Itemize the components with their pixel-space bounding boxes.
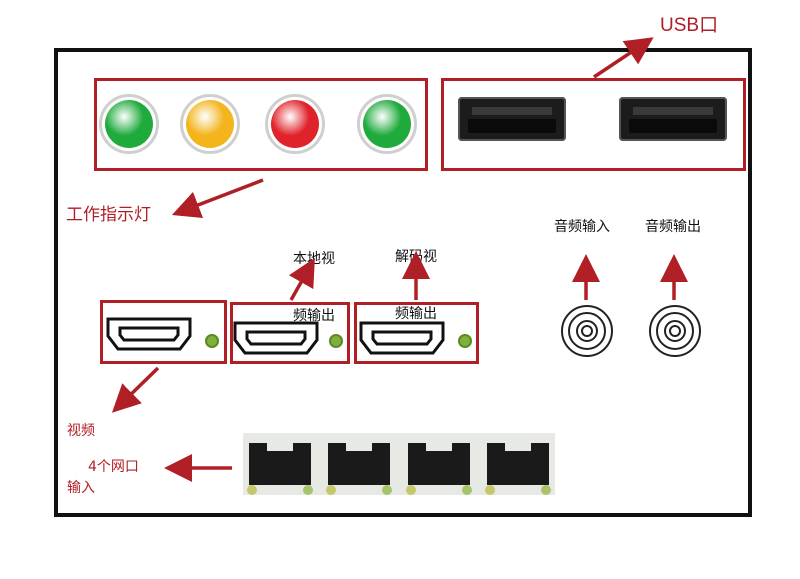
decoded-video-out-led [458, 334, 472, 348]
network-port-2 [326, 443, 392, 495]
video-in-box [100, 300, 227, 364]
decoded-video-out-label: 解码视 频输出 [386, 210, 446, 343]
audio-out-jack [649, 305, 701, 357]
hdmi-port-video-in [106, 317, 192, 351]
local-video-out-led [329, 334, 343, 348]
hdmi-port-decoded-video-out [359, 321, 445, 355]
video-in-label-line2: 输入 [67, 480, 95, 496]
decoded-video-out-label-line2: 频输出 [395, 306, 437, 322]
network-port-1 [247, 443, 313, 495]
indicator-light-1-lens [105, 100, 153, 148]
audio-in-label: 音频输入 [554, 219, 610, 235]
local-video-out-label-line1: 本地视 [293, 251, 335, 267]
local-video-out-label-line2: 频输出 [293, 308, 335, 324]
hdmi-port-local-video-out [233, 321, 319, 355]
indicator-light-4 [357, 94, 417, 154]
usb-port-2 [619, 97, 727, 141]
video-in-label: 视频 输入 [67, 384, 95, 517]
indicator-light-3 [265, 94, 325, 154]
audio-in-jack [561, 305, 613, 357]
indicator-light-2 [180, 94, 240, 154]
network-ports-strip [243, 433, 555, 495]
local-video-out-label: 本地视 频输出 [284, 212, 344, 345]
indicator-light-4-lens [363, 100, 411, 148]
usb-label: USB口 [660, 15, 719, 36]
local-video-out-box [230, 302, 350, 364]
decoded-video-out-label-line1: 解码视 [395, 249, 437, 265]
indicator-lights-box [94, 78, 428, 171]
indicator-light-3-lens [271, 100, 319, 148]
indicator-light-1 [99, 94, 159, 154]
video-in-label-line1: 视频 [67, 423, 95, 439]
audio-out-label: 音频输出 [645, 219, 701, 235]
indicator-lights-label: 工作指示灯 [66, 205, 151, 225]
usb-port-1 [458, 97, 566, 141]
indicator-light-2-lens [186, 100, 234, 148]
usb-ports-box [441, 78, 746, 171]
network-ports-label: 4个网口 [88, 459, 139, 475]
network-port-3 [406, 443, 472, 495]
network-port-4 [485, 443, 551, 495]
video-in-led [205, 334, 219, 348]
decoded-video-out-box [354, 302, 479, 364]
